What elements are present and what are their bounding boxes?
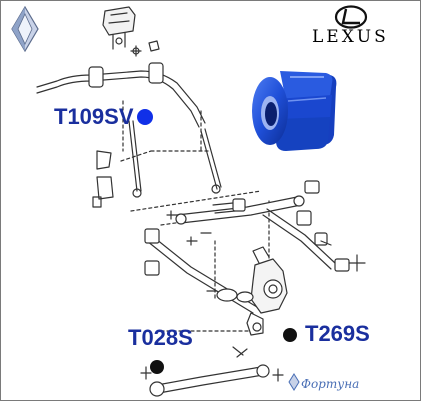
diamond-logo-icon <box>288 373 300 391</box>
lexus-l-emblem-icon <box>334 5 368 29</box>
diamond-logo-icon <box>11 6 39 52</box>
brand-wordmark: LEXUS <box>312 27 389 47</box>
part-label-t109sv: T109SV <box>54 104 134 129</box>
rear-suspension-exploded-diagram <box>36 6 366 397</box>
part-label-t269s: T269S <box>305 321 370 346</box>
black-dot-marker-icon <box>150 360 164 374</box>
watermark-text: Фортуна <box>301 377 360 391</box>
blue-stabilizer-bushing-icon <box>252 71 337 151</box>
blue-dot-marker-icon <box>137 109 153 125</box>
part-label-t028s: T028S <box>128 325 193 350</box>
black-dot-marker-icon <box>283 328 297 342</box>
